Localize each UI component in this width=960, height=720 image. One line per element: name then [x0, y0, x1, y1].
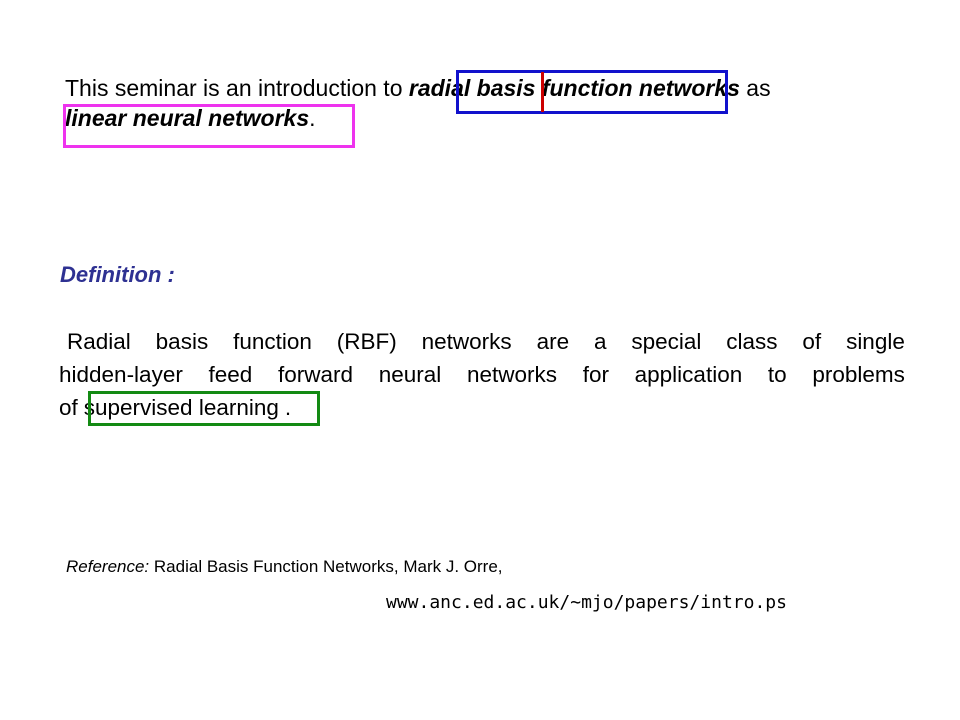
definition-line-2-word: application — [634, 362, 743, 387]
intro-term-rbf: radial basis function networks — [408, 75, 740, 101]
definition-line-1-word: (RBF) — [336, 329, 397, 354]
intro-middle: as — [739, 75, 771, 101]
definition-line-2: hidden-layer feed forward neural networks for… — [59, 358, 905, 391]
definition-line-1-word: a — [593, 329, 607, 354]
definition-highlight-text: supervised learning — [83, 395, 279, 420]
highlight-divider-red — [541, 72, 544, 112]
definition-line-2-word: hidden-layer — [59, 362, 183, 387]
definition-line-1-word: networks — [421, 329, 512, 354]
definition-line-2-word: problems — [812, 362, 905, 387]
definition-line-2-word: feed — [208, 362, 253, 387]
intro-paragraph: This seminar is an introduction to radia… — [65, 73, 905, 133]
intro-line-2: linear neural networks. — [65, 103, 905, 133]
definition-line-1-word: class — [726, 329, 778, 354]
definition-line-1-word: are — [536, 329, 570, 354]
definition-line-1-word: special — [631, 329, 702, 354]
intro-term-linear: linear neural networks — [65, 105, 310, 131]
definition-title: Definition : — [60, 262, 175, 287]
definition-line-2-word: for — [582, 362, 609, 387]
definition-highlight-term: supervised learning. — [84, 391, 291, 424]
reference-text: Radial Basis Function Networks, Mark J. … — [149, 557, 503, 576]
definition-line-3-suffix: . — [284, 395, 292, 420]
definition-line-2-word: networks — [466, 362, 557, 387]
highlight-box-blue — [456, 70, 728, 114]
intro-line-1: This seminar is an introduction to radia… — [65, 73, 905, 103]
reference-url: www.anc.ed.ac.uk/∼mjo/papers/intro.ps — [386, 592, 787, 613]
definition-line-2-word: forward — [278, 362, 354, 387]
definition-line-1-word: Radial — [67, 329, 131, 354]
definition-line-1-word: function — [233, 329, 312, 354]
highlight-box-green — [88, 391, 320, 426]
definition-line-3-prefix: of — [59, 395, 78, 420]
definition-line-1-word: single — [846, 329, 905, 354]
definition-line-1-word: of — [802, 329, 822, 354]
reference: Reference: Radial Basis Function Network… — [66, 557, 503, 577]
reference-label: Reference: — [66, 557, 150, 576]
intro-prefix: This seminar is an introduction to — [65, 75, 409, 101]
intro-suffix: . — [309, 105, 316, 131]
highlight-box-magenta — [63, 104, 355, 148]
definition-line-2-word: neural — [378, 362, 442, 387]
definition-line-2-word: to — [767, 362, 787, 387]
definition-line-1-word: basis — [155, 329, 209, 354]
